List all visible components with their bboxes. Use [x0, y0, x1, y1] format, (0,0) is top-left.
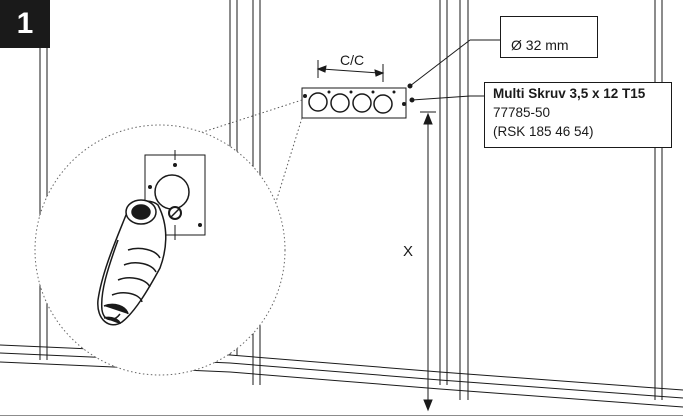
x-dimension-line: [420, 111, 436, 412]
cc-dimension-line: [316, 60, 385, 82]
drill-size-label: Ø 32 mm: [511, 37, 569, 53]
cc-dimension-label: C/C: [340, 52, 365, 68]
drill-size-callout: Ø 32 mm: [500, 16, 598, 58]
screw-article-number: 77785-50: [493, 105, 551, 120]
leader-lines: [407, 39, 500, 103]
x-dimension-label: X: [403, 243, 414, 260]
mounting-plate: [301, 87, 407, 119]
screw-rsk-number: (RSK 185 46 54): [493, 124, 594, 139]
charging-handle-icon: [97, 199, 167, 326]
step-number-badge: 1: [0, 0, 50, 48]
screw-name: Multi Skruv 3,5 x 12 T15: [493, 86, 646, 101]
screw-spec-callout: Multi Skruv 3,5 x 12 T15 77785-50 (RSK 1…: [484, 82, 672, 148]
detail-view: [34, 124, 286, 376]
